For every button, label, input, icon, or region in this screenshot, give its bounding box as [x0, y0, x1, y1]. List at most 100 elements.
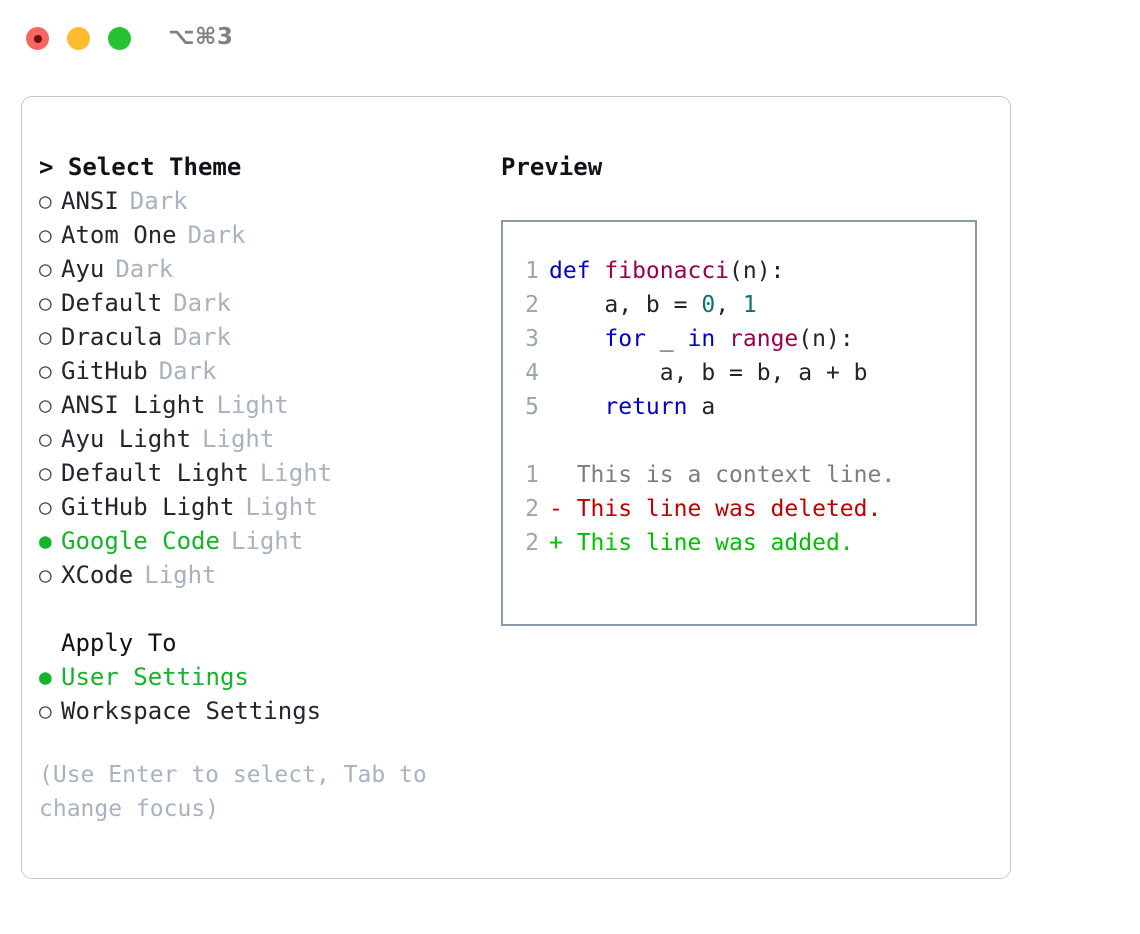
code-blank-line [503, 424, 975, 458]
apply-to-option-user-settings[interactable]: ● User Settings [39, 660, 499, 694]
theme-option-label: Dracula [61, 323, 163, 351]
line-number: 5 [525, 394, 539, 420]
token-num: 1 [742, 292, 757, 318]
radio-unselected-icon: ○ [39, 563, 52, 587]
radio-selected-icon: ● [39, 665, 52, 689]
apply-to-option-label: User Settings [61, 663, 249, 691]
line-number: 3 [525, 326, 539, 352]
radio-unselected-icon: ○ [39, 495, 52, 519]
radio-unselected-icon: ○ [39, 393, 52, 417]
preview-title: Preview [501, 153, 603, 181]
line-number: 2 [525, 292, 539, 318]
radio-unselected-icon: ○ [39, 699, 52, 723]
theme-option-label: ANSI Light [61, 391, 206, 419]
radio-selected-icon: ● [39, 529, 52, 553]
code-line-text: a, b = 0, 1 [549, 288, 757, 322]
token-num: 0 [701, 292, 716, 318]
code-line-text: def fibonacci(n): [549, 254, 784, 288]
theme-option-ansi[interactable]: ○ ANSI Dark [39, 184, 499, 218]
token-fn: range [729, 326, 799, 352]
list-spacer [39, 592, 499, 626]
apply-to-option-workspace-settings[interactable]: ○ Workspace Settings [39, 694, 499, 728]
code-line-text: This is a context line. [549, 458, 896, 492]
theme-variant-badge: Dark [187, 221, 246, 249]
maximize-button[interactable] [108, 27, 131, 50]
keyboard-shortcut-label: ⌥⌘3 [168, 24, 234, 50]
theme-option-label: ANSI [61, 187, 119, 215]
diff-line: 1 This is a context line. [503, 458, 975, 492]
apply-to-option-list: ● User Settings ○ Workspace Settings [39, 660, 499, 728]
radio-unselected-icon: ○ [39, 359, 52, 383]
radio-unselected-icon: ○ [39, 427, 52, 451]
radio-unselected-icon: ○ [39, 461, 52, 485]
theme-option-atom-one[interactable]: ○ Atom One Dark [39, 218, 499, 252]
theme-option-label: Google Code [61, 527, 220, 555]
token-kw: def [549, 258, 605, 284]
theme-option-label: Ayu Light [61, 425, 192, 453]
code-line-text: for _ in range(n): [549, 322, 854, 356]
token-plain [549, 326, 604, 352]
token-fn: fibonacci [604, 258, 730, 284]
token-plain: a [687, 394, 716, 420]
theme-variant-badge: Dark [173, 289, 231, 317]
token-plain: (n): [798, 326, 854, 352]
code-line: 5 return a [503, 390, 975, 424]
line-number: 2 [525, 530, 539, 556]
token-kw: return [604, 394, 688, 420]
token-del: - This line was deleted. [549, 496, 882, 522]
token-plain: (n): [729, 258, 785, 284]
theme-option-ansi-light[interactable]: ○ ANSI Light Light [39, 388, 499, 422]
token-kw: in [687, 326, 716, 352]
radio-unselected-icon: ○ [39, 189, 52, 213]
diff-line: 2 + This line was added. [503, 526, 975, 560]
title-bar: ⌥⌘3 [0, 0, 1140, 80]
token-add: + This line was added. [549, 530, 854, 556]
theme-variant-badge: Dark [158, 357, 217, 385]
code-line: 2 a, b = 0, 1 [503, 288, 975, 322]
radio-unselected-icon: ○ [39, 223, 52, 247]
token-plain: _ [645, 326, 688, 352]
code-line: 4 a, b = b, a + b [503, 356, 975, 390]
keyboard-hint-text: (Use Enter to select, Tab to change focu… [39, 762, 427, 822]
theme-option-label: XCode [61, 561, 134, 589]
theme-variant-badge: Light [216, 391, 289, 419]
theme-variant-badge: Dark [115, 255, 174, 283]
line-number: 2 [525, 496, 539, 522]
theme-variant-badge: Dark [129, 187, 188, 215]
code-line-text: - This line was deleted. [549, 492, 881, 526]
token-ctx: This is a context line. [549, 462, 896, 488]
apply-to-option-label: Workspace Settings [61, 697, 322, 725]
select-theme-header: > Select Theme [39, 153, 242, 181]
theme-option-github-light[interactable]: ○ GitHub Light Light [39, 490, 499, 524]
line-number: 4 [525, 360, 539, 386]
theme-variant-badge: Light [259, 459, 333, 487]
diff-block: 1 This is a context line. 2 - This line wa… [503, 458, 975, 560]
radio-unselected-icon: ○ [39, 291, 52, 315]
apply-to-header: Apply To [61, 629, 177, 657]
code-line-text: + This line was added. [549, 526, 854, 560]
theme-option-label: GitHub Light [61, 493, 235, 521]
radio-unselected-icon: ○ [39, 325, 52, 349]
code-line-text: return a [549, 390, 715, 424]
theme-variant-badge: Light [245, 493, 318, 521]
minimize-button[interactable] [67, 27, 90, 50]
token-plain: , [715, 292, 743, 318]
close-button[interactable] [26, 27, 49, 50]
theme-option-label: Atom One [61, 221, 177, 249]
diff-line: 2 - This line was deleted. [503, 492, 975, 526]
